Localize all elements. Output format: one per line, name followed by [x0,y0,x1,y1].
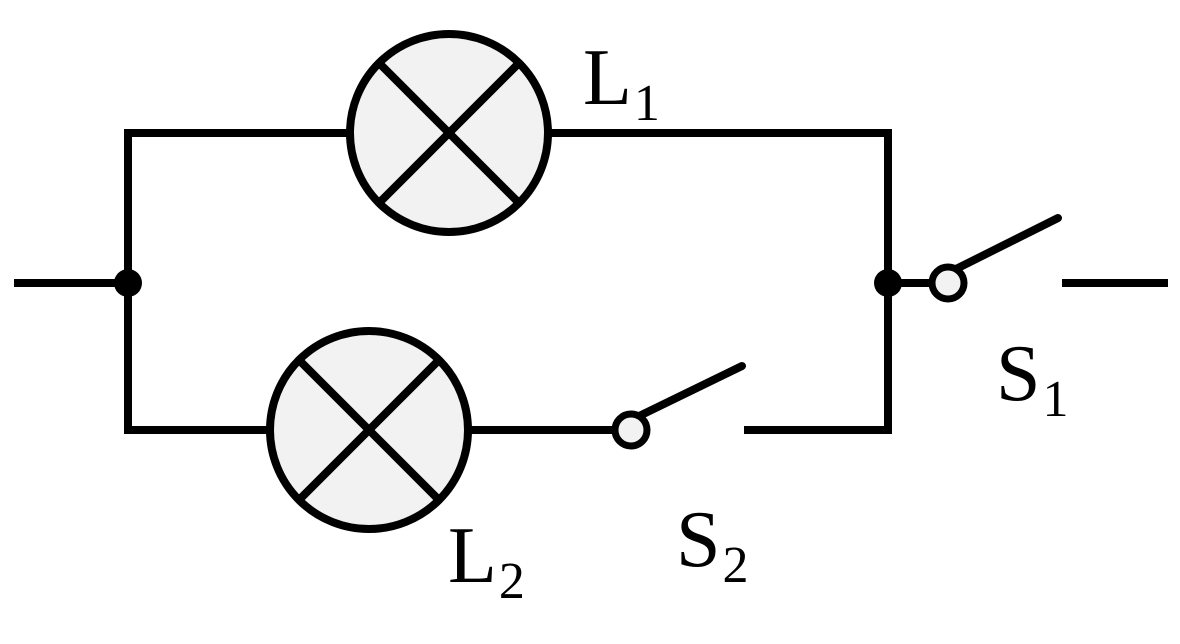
switch-s2 [611,362,746,450]
label-s2: S2 [676,496,749,594]
lamp-l1 [346,30,552,236]
switch-s1 [928,214,1062,303]
label-l1: L1 [583,34,660,132]
label-l2: L2 [448,512,525,610]
switch-s2-terminal [611,410,651,450]
switch-s1-terminal [928,263,968,303]
label-s1: S1 [996,330,1069,428]
junction-left [114,269,142,297]
lamp-l2 [266,327,472,533]
junction-right [874,269,902,297]
